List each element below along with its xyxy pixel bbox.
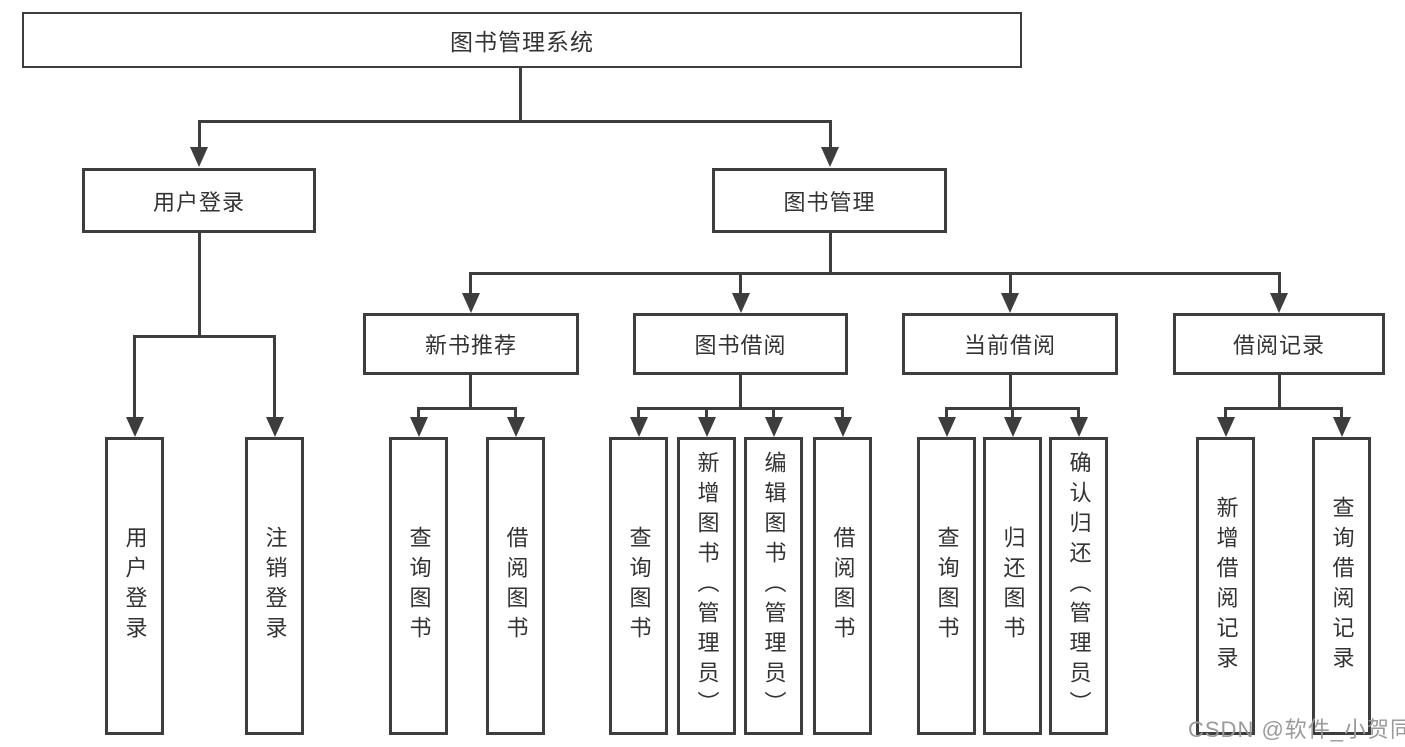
leaf-query-books-2: 查询图书 [609,437,668,735]
node-current-borrowing: 当前借阅 [902,313,1118,375]
connector-line [1340,407,1343,421]
connector-line [469,375,472,410]
connector-line [829,120,832,150]
node-user-login: 用户登录 [82,168,316,233]
leaf-query-borrow-record: 查询借阅记录 [1312,437,1371,735]
connector-line [1278,272,1281,297]
connector-line [739,272,742,297]
node-label: 新书推荐 [424,333,517,358]
leaf-edit-books-admin: 编辑图书（管理员） [744,437,803,735]
node-book-management: 图书管理 [712,168,947,233]
node-borrowing-records: 借阅记录 [1173,313,1385,375]
leaf-label: 归还图书 [1000,526,1026,646]
node-book-borrowing: 图书借阅 [633,313,848,375]
arrow-down-icon [1217,417,1235,437]
arrow-down-icon [126,417,144,437]
leaf-confirm-return-admin: 确认归还（管理员） [1049,437,1108,735]
arrow-down-icon [765,417,783,437]
connector-line [469,272,1281,275]
leaf-query-books-1: 查询图书 [389,437,448,735]
arrow-down-icon [190,147,208,167]
connector-line [637,407,844,410]
leaf-label: 编辑图书（管理员） [761,451,787,721]
arrow-down-icon [630,417,648,437]
leaf-return-books: 归还图书 [983,437,1042,735]
node-label: 图书管理 [783,189,876,215]
connector-line [1224,407,1227,421]
connector-line [417,407,517,410]
arrow-down-icon [821,147,839,167]
arrow-down-icon [462,293,480,313]
arrow-down-icon [1333,417,1351,437]
leaf-query-books-3: 查询图书 [917,437,976,735]
connector-line [198,233,201,337]
arrow-down-icon [834,417,852,437]
leaf-label: 注销登录 [262,526,288,646]
connector-line [1009,272,1012,297]
leaf-borrow-books-1: 借阅图书 [486,437,545,735]
node-label: 用户登录 [152,189,245,215]
connector-line [133,335,136,421]
connector-line [705,407,708,421]
node-root-label: 图书管理系统 [450,29,594,55]
leaf-add-books-admin: 新增图书（管理员） [677,437,736,735]
connector-line [945,407,948,421]
node-new-book-recommendation: 新书推荐 [363,313,579,375]
arrow-down-icon [1004,417,1022,437]
arrow-down-icon [938,417,956,437]
connector-line [519,68,522,123]
leaf-logout: 注销登录 [245,437,304,735]
leaf-label: 确认归还（管理员） [1066,451,1092,721]
connector-line [514,407,517,421]
connector-line [829,233,832,275]
connector-line [469,272,472,297]
arrow-down-icon [266,417,284,437]
connector-line [772,407,775,421]
arrow-down-icon [732,293,750,313]
connector-line [198,120,201,150]
arrow-down-icon [1270,293,1288,313]
arrow-down-icon [1070,417,1088,437]
leaf-label: 查询借阅记录 [1329,496,1355,676]
node-label: 图书借阅 [694,333,787,358]
connector-line [1077,407,1080,421]
arrow-down-icon [507,417,525,437]
leaf-add-borrow-record: 新增借阅记录 [1196,437,1255,735]
connector-line [133,335,276,338]
connector-line [1009,375,1012,410]
leaf-label: 查询图书 [626,526,652,646]
leaf-label: 借阅图书 [503,526,529,646]
arrow-down-icon [698,417,716,437]
connector-line [739,375,742,410]
connector-line [841,407,844,421]
leaf-user-login: 用户登录 [105,437,164,735]
leaf-label: 新增借阅记录 [1213,496,1239,676]
csdn-watermark: CSDN @软件_小贺同学 [1188,717,1405,742]
leaf-label: 用户登录 [122,526,148,646]
leaf-label: 查询图书 [934,526,960,646]
node-label: 当前借阅 [963,333,1056,358]
connector-line [1224,407,1343,410]
node-root: 图书管理系统 [22,12,1022,68]
arrow-down-icon [1001,293,1019,313]
leaf-label: 新增图书（管理员） [694,451,720,721]
leaf-label: 借阅图书 [830,526,856,646]
leaf-label: 查询图书 [406,526,432,646]
connector-line [417,407,420,421]
connector-line [1011,407,1014,421]
connector-line [198,120,832,123]
connector-line [1278,375,1281,410]
node-label: 借阅记录 [1232,333,1325,358]
arrow-down-icon [410,417,428,437]
leaf-borrow-books-2: 借阅图书 [813,437,872,735]
connector-line [273,335,276,421]
connector-line [637,407,640,421]
